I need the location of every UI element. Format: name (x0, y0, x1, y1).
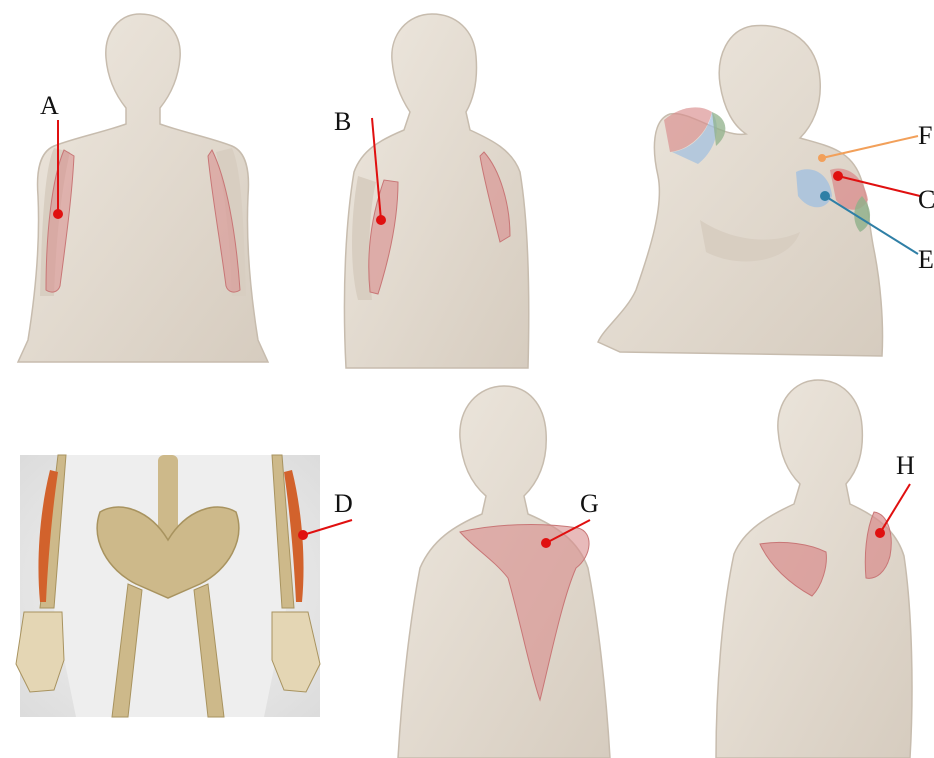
label-f: F (918, 121, 932, 150)
pointer-b-dot (376, 215, 386, 225)
pointer-a-dot (53, 209, 63, 219)
panel-back-triceps: B (334, 14, 529, 368)
pointer-h-dot (875, 528, 885, 538)
pointer-f (822, 136, 918, 158)
pointer-c-dot (833, 171, 843, 181)
pointer-h (880, 484, 910, 533)
panel-back-infraspinatus: H (716, 380, 915, 758)
label-a: A (40, 91, 59, 120)
panel-front-biceps: A (18, 14, 268, 362)
pointer-e-dot (820, 191, 830, 201)
label-c: C (918, 185, 934, 214)
label-g: G (580, 489, 599, 518)
pointer-d-dot (298, 530, 308, 540)
panel-back-trapezius: G (398, 386, 610, 758)
panel-front-deltoid: F C E (598, 26, 934, 356)
pointer-g-dot (541, 538, 551, 548)
label-d: D (334, 489, 353, 518)
label-b: B (334, 107, 351, 136)
panel-skeleton-forearm: D (16, 455, 353, 717)
pointer-f-dot (818, 154, 826, 162)
label-e: E (918, 245, 934, 274)
label-h: H (896, 451, 915, 480)
